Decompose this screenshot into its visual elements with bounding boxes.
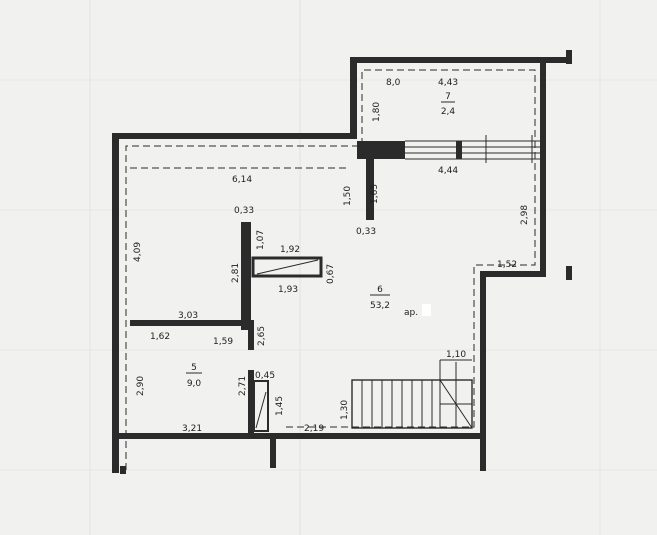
dim-4-09: 4,09 bbox=[133, 242, 143, 262]
room-6-number: 6 bbox=[377, 285, 383, 295]
central-partition bbox=[241, 222, 323, 330]
dim-0-33-b: 0,33 bbox=[356, 227, 376, 237]
dim-0-45: 0,45 bbox=[255, 371, 275, 381]
dim-2-81: 2,81 bbox=[231, 263, 241, 283]
dim-0-33-a: 0,33 bbox=[234, 206, 254, 216]
dim-top-4-43: 4,43 bbox=[438, 78, 458, 88]
dim-2-71: 2,71 bbox=[238, 376, 248, 396]
room-5-area: 9,0 bbox=[187, 379, 202, 389]
dim-3-03: 3,03 bbox=[178, 311, 198, 321]
partition-room7 bbox=[357, 135, 540, 220]
dim-1-62: 1,62 bbox=[150, 332, 170, 342]
room5-partitions bbox=[130, 320, 269, 436]
dim-2-19: 2,19 bbox=[304, 424, 324, 434]
dimension-labels: 8,0 4,43 4,44 6,14 0,33 0,33 1,92 1,93 1… bbox=[133, 78, 530, 434]
dim-2-90: 2,90 bbox=[136, 376, 146, 396]
staircase bbox=[351, 359, 473, 429]
dim-top-8-0: 8,0 bbox=[386, 78, 401, 88]
dim-0-67: 0,67 bbox=[326, 264, 336, 284]
dim-1-65: 1,65 bbox=[370, 184, 380, 204]
room-7-area: 2,4 bbox=[441, 107, 456, 117]
dim-1-07: 1,07 bbox=[256, 230, 266, 250]
marker bbox=[422, 304, 431, 316]
room-6-area: 53,2 bbox=[370, 301, 390, 311]
dim-1-92: 1,92 bbox=[280, 245, 300, 255]
dim-1-30: 1,30 bbox=[340, 400, 350, 420]
inner-contour bbox=[125, 69, 536, 470]
outer-walls bbox=[112, 50, 572, 474]
dim-1-50: 1,50 bbox=[343, 186, 353, 206]
dim-1-52: 1,52 bbox=[497, 260, 517, 270]
dim-1-10: 1,10 bbox=[446, 350, 466, 360]
room-6-label: 6 53,2 ар. bbox=[370, 285, 418, 318]
room-6-note: ар. bbox=[404, 308, 418, 318]
dim-1-93: 1,93 bbox=[278, 285, 298, 295]
dim-1-59: 1,59 bbox=[213, 337, 233, 347]
dim-2-65: 2,65 bbox=[257, 326, 267, 346]
dim-2-98: 2,98 bbox=[520, 205, 530, 225]
dim-1-80: 1,80 bbox=[372, 102, 382, 122]
room-5-number: 5 bbox=[191, 363, 197, 373]
room-7-label: 7 2,4 bbox=[441, 92, 456, 117]
dim-1-45: 1,45 bbox=[275, 396, 285, 416]
dim-4-44: 4,44 bbox=[438, 166, 458, 176]
room-7-number: 7 bbox=[445, 92, 451, 102]
dim-3-21: 3,21 bbox=[182, 424, 202, 434]
dim-6-14: 6,14 bbox=[232, 175, 252, 185]
room-5-label: 5 9,0 bbox=[186, 363, 202, 389]
